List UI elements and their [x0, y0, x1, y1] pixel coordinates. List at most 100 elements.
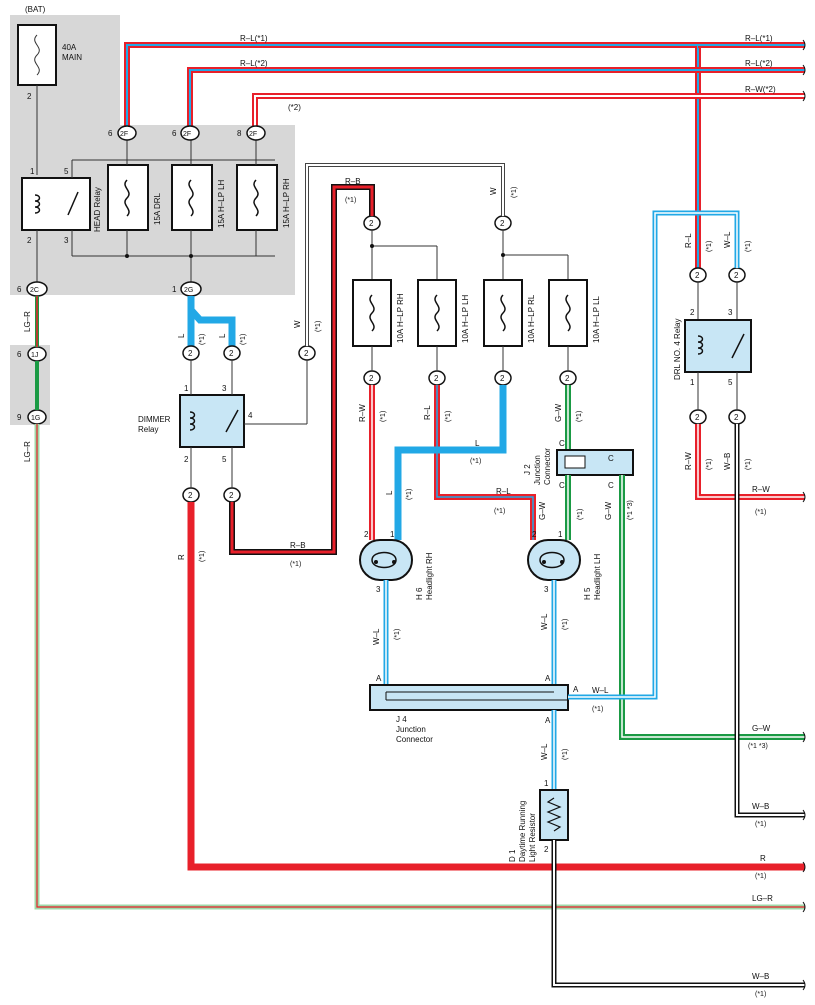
label-rl-hl-note: (*1): [445, 411, 452, 422]
right-label-rw2: R–W(*2): [745, 85, 776, 94]
svg-text:2: 2: [369, 374, 374, 383]
edge-break-marks: [802, 39, 806, 991]
fuse-10a-rl-label: 10A H–LP RL: [527, 294, 536, 343]
j4-pin-a3: A: [573, 685, 579, 694]
j2-pin-bl: C: [559, 481, 565, 490]
svg-text:2: 2: [188, 491, 193, 500]
top-harness: R–L(*1) R–L(*2) (*2) R–L(*1) R–L(*2) R–W…: [124, 34, 805, 268]
fuse-output-wires: R–W (*1) R–L (*1) R–L (*1) L (*1) L (*1)…: [358, 385, 583, 540]
c2f-b-id: 2F: [183, 131, 191, 138]
fuse-hlp-lh-label: 15A H–LP LH: [217, 179, 226, 228]
bat-label: (BAT): [25, 5, 46, 14]
label-l-2-note: (*1): [240, 334, 247, 345]
label-gw-2-note: (*1): [577, 509, 584, 520]
fuse-drl-label: 15A DRL: [153, 192, 162, 225]
label-wl-lh: W–L: [540, 613, 549, 630]
right-label-rl2: R–L(*2): [745, 59, 773, 68]
connectors-jb-bottom: 2C 6 2G 1 1J 6 1G 9: [17, 281, 202, 425]
label-lgr-1: LG–R: [23, 311, 32, 332]
label-rw-drl-note: (*1): [706, 459, 713, 470]
hl-rh-name: Headlight RH: [425, 552, 434, 600]
wire-wl-headlights: W–L (*1) W–L (*1): [372, 580, 569, 685]
dimmer-label-2: Relay: [138, 425, 158, 434]
hl-rh-pin2: 2: [364, 530, 369, 539]
svg-text:2: 2: [565, 374, 570, 383]
label-wl-rh-note: (*1): [394, 629, 401, 640]
j4-junction-connector: A A A A J 4 Junction Connector W–L (*1): [369, 210, 740, 744]
d1-line2: Light Resistor: [528, 813, 537, 862]
fuse-10a-ll-label: 10A H–LP LL: [592, 295, 601, 343]
svg-text:2: 2: [229, 349, 234, 358]
label-l-2: L: [218, 333, 227, 338]
j4-code: J 4: [396, 715, 407, 724]
j2-junction-connector: C C C C J 2 Junction Connector G–W (*1) …: [523, 439, 805, 750]
d1-code: D 1: [508, 849, 517, 862]
label-wb-drl-note: (*1): [745, 459, 752, 470]
label-rl-hl-2-note: (*1): [494, 508, 505, 515]
right-label-wb2-note: (*1): [755, 991, 766, 998]
dimmer-pin1: 1: [184, 384, 189, 393]
c1g-pin: 9: [17, 413, 22, 422]
label-wl-j4-note: (*1): [592, 706, 603, 713]
connectors-2f: 2F 6 2F 6 2F 8: [108, 125, 266, 141]
c1j-id: 1J: [31, 352, 38, 359]
j4-pin-a1: A: [376, 674, 382, 683]
right-label-wb1-note: (*1): [755, 821, 766, 828]
label-rl-hl: R–L: [423, 405, 432, 420]
fuse-10a-lh-label: 10A H–LP LH: [461, 294, 470, 343]
right-label-gw-note: (*1 *3): [748, 743, 768, 750]
label-wl-drl-note: (*1): [745, 241, 752, 252]
drl-relay-label: DRL NO. 4 Relay: [673, 319, 682, 381]
j2-pin-br: C: [608, 481, 614, 490]
c1j-pin: 6: [17, 350, 22, 359]
label-l-hl-2-note: (*1): [406, 489, 413, 500]
label-rw-hl-note: (*1): [380, 411, 387, 422]
svg-text:2: 2: [369, 219, 374, 228]
right-label-lgr: LG–R: [752, 894, 773, 903]
drl-pin2: 2: [690, 308, 695, 317]
label-wl-j4: W–L: [592, 686, 609, 695]
c1g-id: 1G: [31, 415, 40, 422]
label-rb-1-note: (*1): [345, 197, 356, 204]
right-label-rl1: R–L(*1): [745, 34, 773, 43]
main-fuse-pin: 2: [27, 92, 32, 101]
hl-rh-code: H 6: [415, 587, 424, 600]
label-rw-drl: R–W: [684, 452, 693, 470]
label-wl-lh-note: (*1): [562, 619, 569, 630]
label-gw-3: G–W: [604, 501, 613, 520]
svg-text:2: 2: [734, 413, 739, 422]
d1-pin1: 1: [544, 779, 549, 788]
dimmer-pin5: 5: [222, 455, 227, 464]
drl-pin5: 5: [728, 378, 733, 387]
label-gw-1-note: (*1): [576, 411, 583, 422]
label-lgr-2: LG–R: [23, 441, 32, 462]
label-w-1: W: [293, 320, 302, 328]
label-gw-1: G–W: [554, 403, 563, 422]
c2g-pin: 1: [172, 285, 177, 294]
label-r-note: (*1): [199, 551, 206, 562]
j2-line2: Connector: [543, 448, 552, 485]
drl-no4-relay: R–L (*1) W–L (*1) 2 3 1 5 DRL NO. 4 Rela…: [673, 231, 805, 828]
label-gw-2: G–W: [538, 501, 547, 520]
wire-l-dimmer: L (*1) L (*1): [177, 296, 247, 346]
c2g-id: 2G: [184, 287, 193, 294]
label-w-1-note: (*1): [315, 321, 322, 332]
fuse-10a-group: 10A H–LP RH 10A H–LP LH 10A H–LP RL 10A …: [352, 230, 601, 371]
hl-lh-pin3: 3: [544, 585, 549, 594]
main-fuse-line1: 40A: [62, 43, 77, 52]
label-rw-hl: R–W: [358, 404, 367, 422]
right-label-rw-note: (*1): [755, 509, 766, 516]
main-fuse-line2: MAIN: [62, 53, 82, 62]
label-rl-drl-note: (*1): [706, 241, 713, 252]
wire-w: W (*1) W (*1): [293, 163, 518, 346]
head-relay-label: HEAD Relay: [93, 187, 102, 232]
svg-text:2: 2: [734, 271, 739, 280]
wire-wl-d1: W–L (*1): [540, 710, 569, 790]
right-label-r-note: (*1): [755, 873, 766, 880]
d1-line1: Daytime Running: [518, 801, 527, 862]
fuse-hlp-rh-label: 15A H–LP RH: [282, 178, 291, 228]
label-rb-2-note: (*1): [290, 561, 301, 568]
label-wl-d1: W–L: [540, 743, 549, 760]
j2-pin-tl: C: [559, 439, 565, 448]
label-l-hl-2: L: [385, 490, 394, 495]
